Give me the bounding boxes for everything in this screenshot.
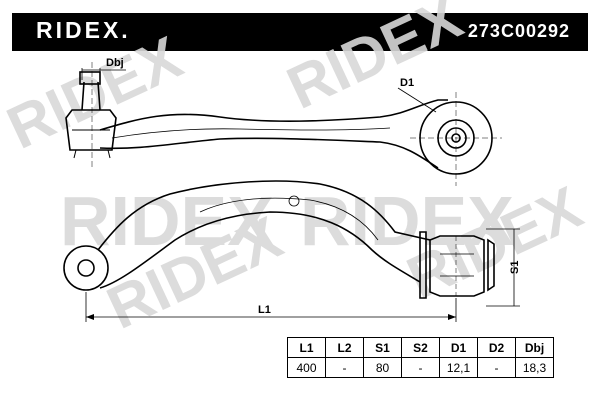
spec-table: L1 L2 S1 S2 D1 D2 Dbj 400 - 80 - 12,1 - … (287, 337, 554, 378)
bushing-side-body (429, 235, 485, 297)
spec-value-l2: - (325, 357, 364, 378)
watermark-text-1: RIDEX (0, 24, 192, 162)
spec-header-s1: S1 (363, 337, 402, 358)
arm-side-view (63, 180, 495, 299)
spec-table-value-row: 400 - 80 - 12,1 - 18,3 (287, 357, 554, 378)
arm-top-ridge (111, 127, 391, 139)
ball-joint-stud (81, 81, 101, 111)
dbj-label: Dbj (106, 57, 124, 69)
watermark-text-5: RIDEX (60, 182, 274, 260)
ball-end-outer (63, 245, 109, 291)
spec-header-s2: S2 (401, 337, 440, 358)
dim-dbj: Dbj (81, 57, 126, 80)
s1-label: S1 (509, 261, 521, 274)
spec-header-l2: L2 (325, 337, 364, 358)
spec-value-d1: 12,1 (439, 357, 478, 378)
dim-s1: S1 (486, 228, 521, 307)
header-bar: RIDEX. 273C00292 (12, 13, 588, 51)
watermark-text-6: RIDEX (300, 182, 514, 260)
spec-table-header-row: L1 L2 S1 S2 D1 D2 Dbj (287, 337, 554, 358)
spec-value-s1: 80 (363, 357, 402, 378)
spec-value-l1: 400 (287, 357, 326, 378)
arm-top-outline (99, 99, 448, 169)
brand-logo: RIDEX. (36, 17, 131, 43)
d1-label: D1 (400, 77, 414, 89)
part-number: 273C00292 (467, 21, 570, 41)
ball-joint-housing (65, 109, 117, 151)
spec-value-dbj: 18,3 (515, 357, 554, 378)
spec-header-dbj: Dbj (515, 337, 554, 358)
l1-label: L1 (258, 304, 271, 316)
bushing-side-flange (419, 231, 495, 299)
spec-header-d2: D2 (477, 337, 516, 358)
ball-end-inner (77, 259, 95, 277)
watermark-text-2: RIDEX (277, 0, 472, 122)
dim-l1: L1 (85, 292, 457, 322)
spec-header-l1: L1 (287, 337, 326, 358)
arm-top-view (65, 62, 502, 186)
spec-value-d2: - (477, 357, 516, 378)
arm-side-inner (199, 197, 379, 241)
spec-header-d1: D1 (439, 337, 478, 358)
dim-d1: D1 (397, 77, 437, 113)
spec-value-s2: - (401, 357, 440, 378)
arm-side-outline (97, 180, 431, 289)
